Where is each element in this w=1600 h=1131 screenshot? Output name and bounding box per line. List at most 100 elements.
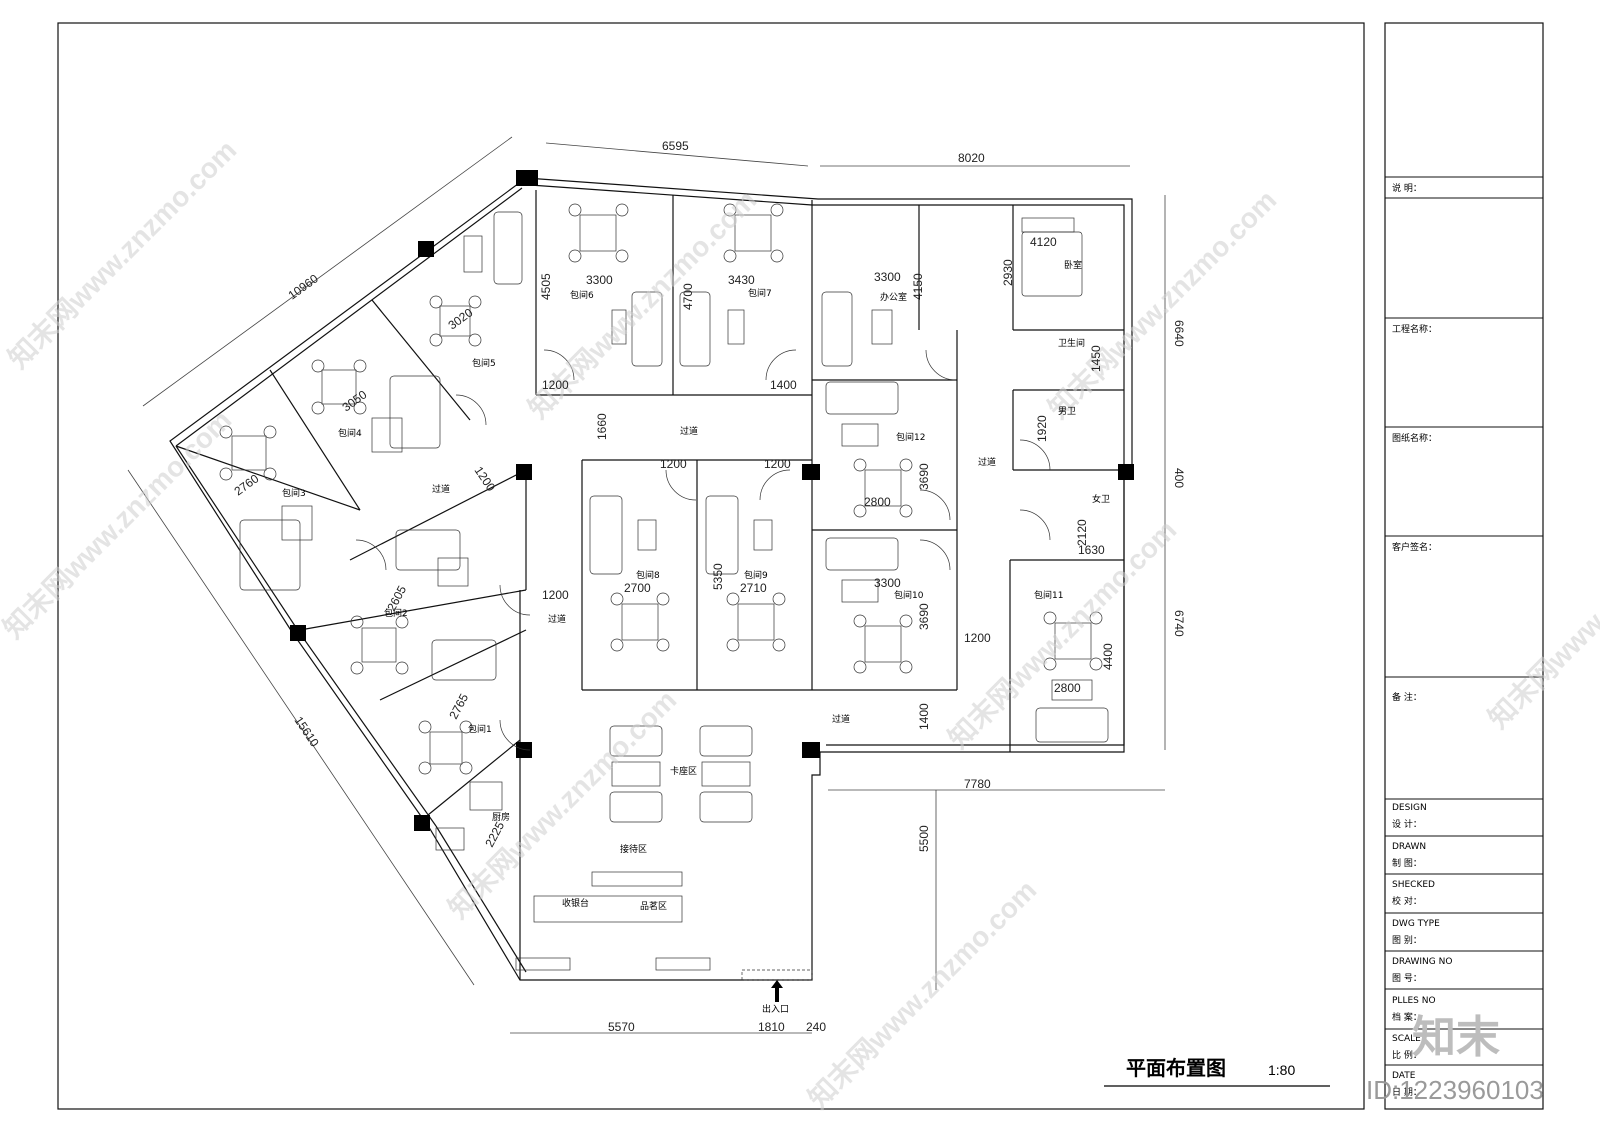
columns <box>290 170 1134 831</box>
corridor-left-label: 过道 <box>432 483 450 495</box>
dim-top-right: 8020 <box>958 151 985 165</box>
room-labels: 包间6 包间7 办公室 卧室 卫生间 男卫 女卫 包间5 包间4 包间3 包间2… <box>282 259 1110 1015</box>
tb-drawing-name: 图纸名称： <box>1392 432 1437 444</box>
room-3-label: 包间3 <box>282 487 306 499</box>
tb-type-cn: 图 别： <box>1392 935 1422 946</box>
tb-client: 客户签名： <box>1392 541 1437 553</box>
drawing-scale: 1:80 <box>1268 1062 1295 1078</box>
tea-area-label: 品茗区 <box>640 901 667 912</box>
dim-1630: 1630 <box>1078 543 1105 557</box>
dim-1200f: 1200 <box>472 464 499 494</box>
dim-right-lower: 6740 <box>1172 610 1186 637</box>
dim-bottom-a: 5570 <box>608 1020 635 1034</box>
watermarks: 知末网www.znzmo.com 知末网www.znzmo.com 知末网www… <box>0 133 1600 1114</box>
tb-type-en: DWG TYPE <box>1392 919 1440 929</box>
tb-design-cn: 设 计： <box>1392 818 1422 830</box>
dim-3690b: 3690 <box>917 603 931 630</box>
dim-3020: 3020 <box>446 305 476 332</box>
room-2-label: 包间2 <box>384 607 408 619</box>
dim-4150: 4150 <box>911 273 925 300</box>
image-id-text: ID:1223960103 <box>1366 1075 1544 1105</box>
dim-3690a: 3690 <box>917 463 931 490</box>
dim-1200d: 1200 <box>542 588 569 602</box>
dim-3300c: 3300 <box>874 576 901 590</box>
tb-project: 工程名称： <box>1392 323 1437 335</box>
dim-4700: 4700 <box>681 283 695 310</box>
watermark-3: 知末网www.znzmo.com <box>1042 183 1283 424</box>
drawing-title: 平面布置图 <box>1126 1056 1226 1080</box>
tb-files-cn: 档 案： <box>1392 1011 1422 1023</box>
tb-date-cn: 日 期： <box>1392 1087 1422 1098</box>
title-block-text: 说 明： 工程名称： 图纸名称： 客户签名： 备 注： DESIGN 设 计： … <box>1392 182 1452 1098</box>
dim-1450: 1450 <box>1089 345 1103 372</box>
dimension-labels: 6595 8020 10960 15610 6640 400 6740 5570… <box>232 139 1186 1034</box>
dim-3300a: 3300 <box>586 273 613 287</box>
dim-4505: 4505 <box>539 273 553 300</box>
lounge-label: 卡座区 <box>670 765 697 777</box>
drawing-title-group: 平面布置图 1:80 <box>1104 1056 1330 1087</box>
dim-1400a: 1400 <box>770 378 797 392</box>
room-8-label: 包间8 <box>636 569 660 581</box>
room-12-label: 包间12 <box>896 431 925 443</box>
dim-right-upper: 6640 <box>1172 320 1186 347</box>
brand-logo-text: 知末 <box>1412 1012 1500 1063</box>
room-10-label: 包间10 <box>894 589 924 601</box>
tb-date-en: DATE <box>1392 1071 1416 1081</box>
interior-walls <box>175 190 1124 980</box>
cashier-label: 收银台 <box>562 897 589 909</box>
dim-4400: 4400 <box>1101 643 1115 670</box>
tb-no-cn: 图 号： <box>1392 973 1422 984</box>
dim-right-mid: 400 <box>1172 468 1186 488</box>
tb-checked-en: SHECKED <box>1392 880 1435 890</box>
dim-vertical-5500: 5500 <box>917 825 931 852</box>
tb-checked-cn: 校 对： <box>1392 895 1422 907</box>
room-1-label: 包间1 <box>468 723 492 735</box>
dim-diag-lower: 15610 <box>292 714 322 750</box>
sheet-border <box>57 22 1365 1110</box>
dim-2760: 2760 <box>232 471 262 498</box>
watermark-7: 知末网www.znzmo.com <box>802 873 1043 1114</box>
dining-sets <box>219 203 1103 775</box>
entrance-marker <box>741 969 813 1002</box>
title-block-frame <box>1384 22 1544 1110</box>
tb-design-en: DESIGN <box>1392 803 1427 813</box>
dim-bottom-c: 240 <box>806 1020 826 1034</box>
dim-vertical-1400: 1400 <box>917 703 931 730</box>
dim-lower-right: 7780 <box>964 777 991 791</box>
watermark-4: 知末网www.znzmo.com <box>0 403 237 644</box>
dim-2800b: 2800 <box>864 495 891 509</box>
tb-remarks: 备 注： <box>1392 691 1422 703</box>
corridor-center-label: 过道 <box>680 425 698 437</box>
dim-4120: 4120 <box>1030 235 1057 249</box>
watermark-6: 知末网www.znzmo.com <box>442 683 683 924</box>
room-9-label: 包间9 <box>744 569 768 581</box>
dim-2710: 2710 <box>740 581 767 595</box>
corridor-lower-label: 过道 <box>548 613 566 625</box>
room-4-label: 包间4 <box>338 427 362 439</box>
tb-files-en: PLLES NO <box>1392 996 1436 1006</box>
sofas <box>239 211 1109 971</box>
title-block-lines <box>1385 176 1543 1066</box>
dim-3430: 3430 <box>728 273 755 287</box>
dim-1200b: 1200 <box>660 457 687 471</box>
dim-3300b: 3300 <box>874 270 901 284</box>
corridor-right-label: 过道 <box>978 456 996 468</box>
dim-1200c: 1200 <box>764 457 791 471</box>
tb-no-en: DRAWING NO <box>1392 957 1452 967</box>
dim-1200e: 1200 <box>964 631 991 645</box>
dimension-lines <box>127 136 1166 1034</box>
dim-1200a: 1200 <box>542 378 569 392</box>
dim-vertical-1660: 1660 <box>595 413 609 440</box>
room-5-label: 包间5 <box>472 357 496 369</box>
dim-2765: 2765 <box>446 691 471 721</box>
entrance-label: 出入口 <box>762 1003 789 1015</box>
tb-drawn-cn: 制 图： <box>1392 857 1422 869</box>
men-wc-label: 男卫 <box>1058 406 1076 417</box>
women-wc-label: 女卫 <box>1092 493 1110 505</box>
dim-top-left: 6595 <box>662 139 689 153</box>
room-7-label: 包间7 <box>748 287 772 299</box>
office-label: 办公室 <box>880 291 907 303</box>
reception-label: 接待区 <box>620 843 647 855</box>
dim-2800: 2800 <box>1054 681 1081 695</box>
